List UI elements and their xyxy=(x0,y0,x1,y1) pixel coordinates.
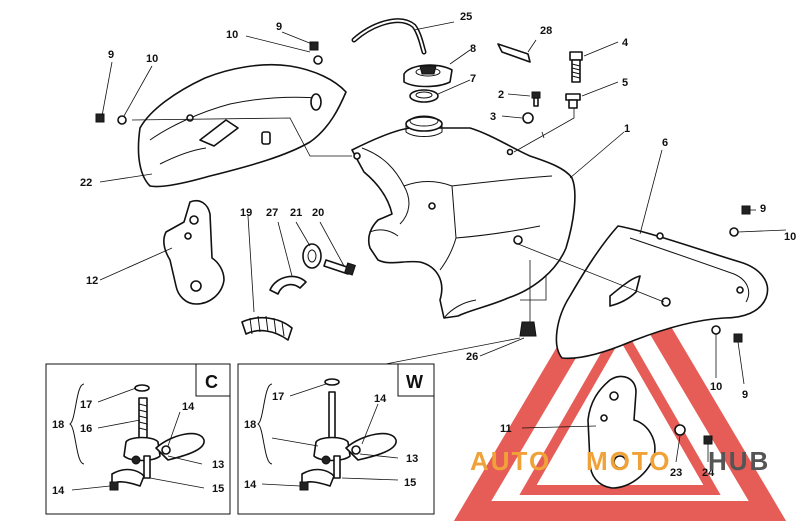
watermark-triangle xyxy=(453,240,787,521)
callout-19: 19 xyxy=(240,207,252,219)
inset-c-18: 18 xyxy=(52,419,64,431)
inset-w-title: W xyxy=(406,372,423,392)
left-side-panel xyxy=(137,63,347,188)
grommet-3 xyxy=(522,112,534,124)
screw-9-lower xyxy=(733,333,743,343)
callout-12: 12 xyxy=(86,275,98,287)
washer-10-left xyxy=(117,115,127,125)
watermark-hub: HUB xyxy=(708,446,770,476)
callout-3: 3 xyxy=(490,111,496,123)
inset-w-14b: 14 xyxy=(244,479,257,491)
callout-23: 23 xyxy=(670,467,682,479)
lower-bracket xyxy=(587,375,656,489)
washer-10-top xyxy=(313,55,323,65)
clip-27 xyxy=(269,275,307,295)
callout-labels: 1 2 3 4 5 6 7 8 9 9 9 9 10 10 10 10 11 1… xyxy=(80,11,796,479)
inset-w-15: 15 xyxy=(404,477,416,489)
right-side-panel xyxy=(555,225,769,360)
callout-20: 20 xyxy=(312,207,324,219)
inset-c-14b: 14 xyxy=(52,485,65,497)
callout-10-right: 10 xyxy=(784,231,796,243)
callout-10-left: 10 xyxy=(146,53,158,65)
callout-9-left: 9 xyxy=(108,49,114,61)
clip xyxy=(497,43,531,63)
screw-9-top xyxy=(309,41,319,51)
callout-11: 11 xyxy=(500,423,512,435)
callout-7: 7 xyxy=(470,73,476,85)
callout-9-top: 9 xyxy=(276,21,282,33)
callout-27: 27 xyxy=(266,207,278,219)
bolt-20 xyxy=(323,259,356,276)
callout-25: 25 xyxy=(460,11,472,23)
cap-gasket xyxy=(409,89,439,103)
mount-bracket xyxy=(163,199,225,305)
inset-w-14a: 14 xyxy=(374,393,387,405)
callout-9-right: 9 xyxy=(760,203,766,215)
callout-4: 4 xyxy=(622,37,629,49)
inset-c-13: 13 xyxy=(212,459,224,471)
callout-9-lower: 9 xyxy=(742,389,748,401)
bolt-4 xyxy=(569,51,583,83)
screw-2 xyxy=(531,91,541,107)
fuel-tank xyxy=(351,115,576,319)
fuel-cap xyxy=(403,64,453,88)
watermark-auto: AUTO xyxy=(470,446,551,476)
spring-19 xyxy=(241,315,293,341)
grommet-26 xyxy=(519,321,537,337)
inset-c-16: 16 xyxy=(80,423,92,435)
inset-w-13: 13 xyxy=(406,453,418,465)
inset-c-title: C xyxy=(205,372,218,392)
inset-c-14a: 14 xyxy=(182,401,195,413)
callout-8: 8 xyxy=(470,43,476,55)
washer-10-right xyxy=(729,227,739,237)
screw-5 xyxy=(565,93,581,109)
callout-5: 5 xyxy=(622,77,628,89)
inset-c-15: 15 xyxy=(212,483,224,495)
inset-w-18: 18 xyxy=(244,419,256,431)
watermark-logo: AUTO MOTO HUB xyxy=(470,446,770,476)
screw-24 xyxy=(703,435,713,445)
washer-10-lower xyxy=(711,325,721,335)
callout-6: 6 xyxy=(662,137,668,149)
callout-22: 22 xyxy=(80,177,92,189)
callout-10-lower: 10 xyxy=(710,381,722,393)
inset-w-17: 17 xyxy=(272,391,284,403)
callout-24: 24 xyxy=(702,467,715,479)
grommet-21 xyxy=(302,243,322,269)
screw-9-left xyxy=(95,113,105,123)
watermark-moto: MOTO xyxy=(586,446,672,476)
callout-28: 28 xyxy=(540,25,552,37)
callout-21: 21 xyxy=(290,207,302,219)
washer-23 xyxy=(674,424,686,436)
callout-26: 26 xyxy=(466,351,478,363)
inset-c: C 17 18 16 14 13 14 15 xyxy=(45,363,231,515)
callout-2: 2 xyxy=(498,89,504,101)
callout-1: 1 xyxy=(624,123,630,135)
inset-w: W 17 18 14 13 14 15 xyxy=(237,363,435,515)
callout-10-top: 10 xyxy=(226,29,238,41)
inset-c-17: 17 xyxy=(80,399,92,411)
